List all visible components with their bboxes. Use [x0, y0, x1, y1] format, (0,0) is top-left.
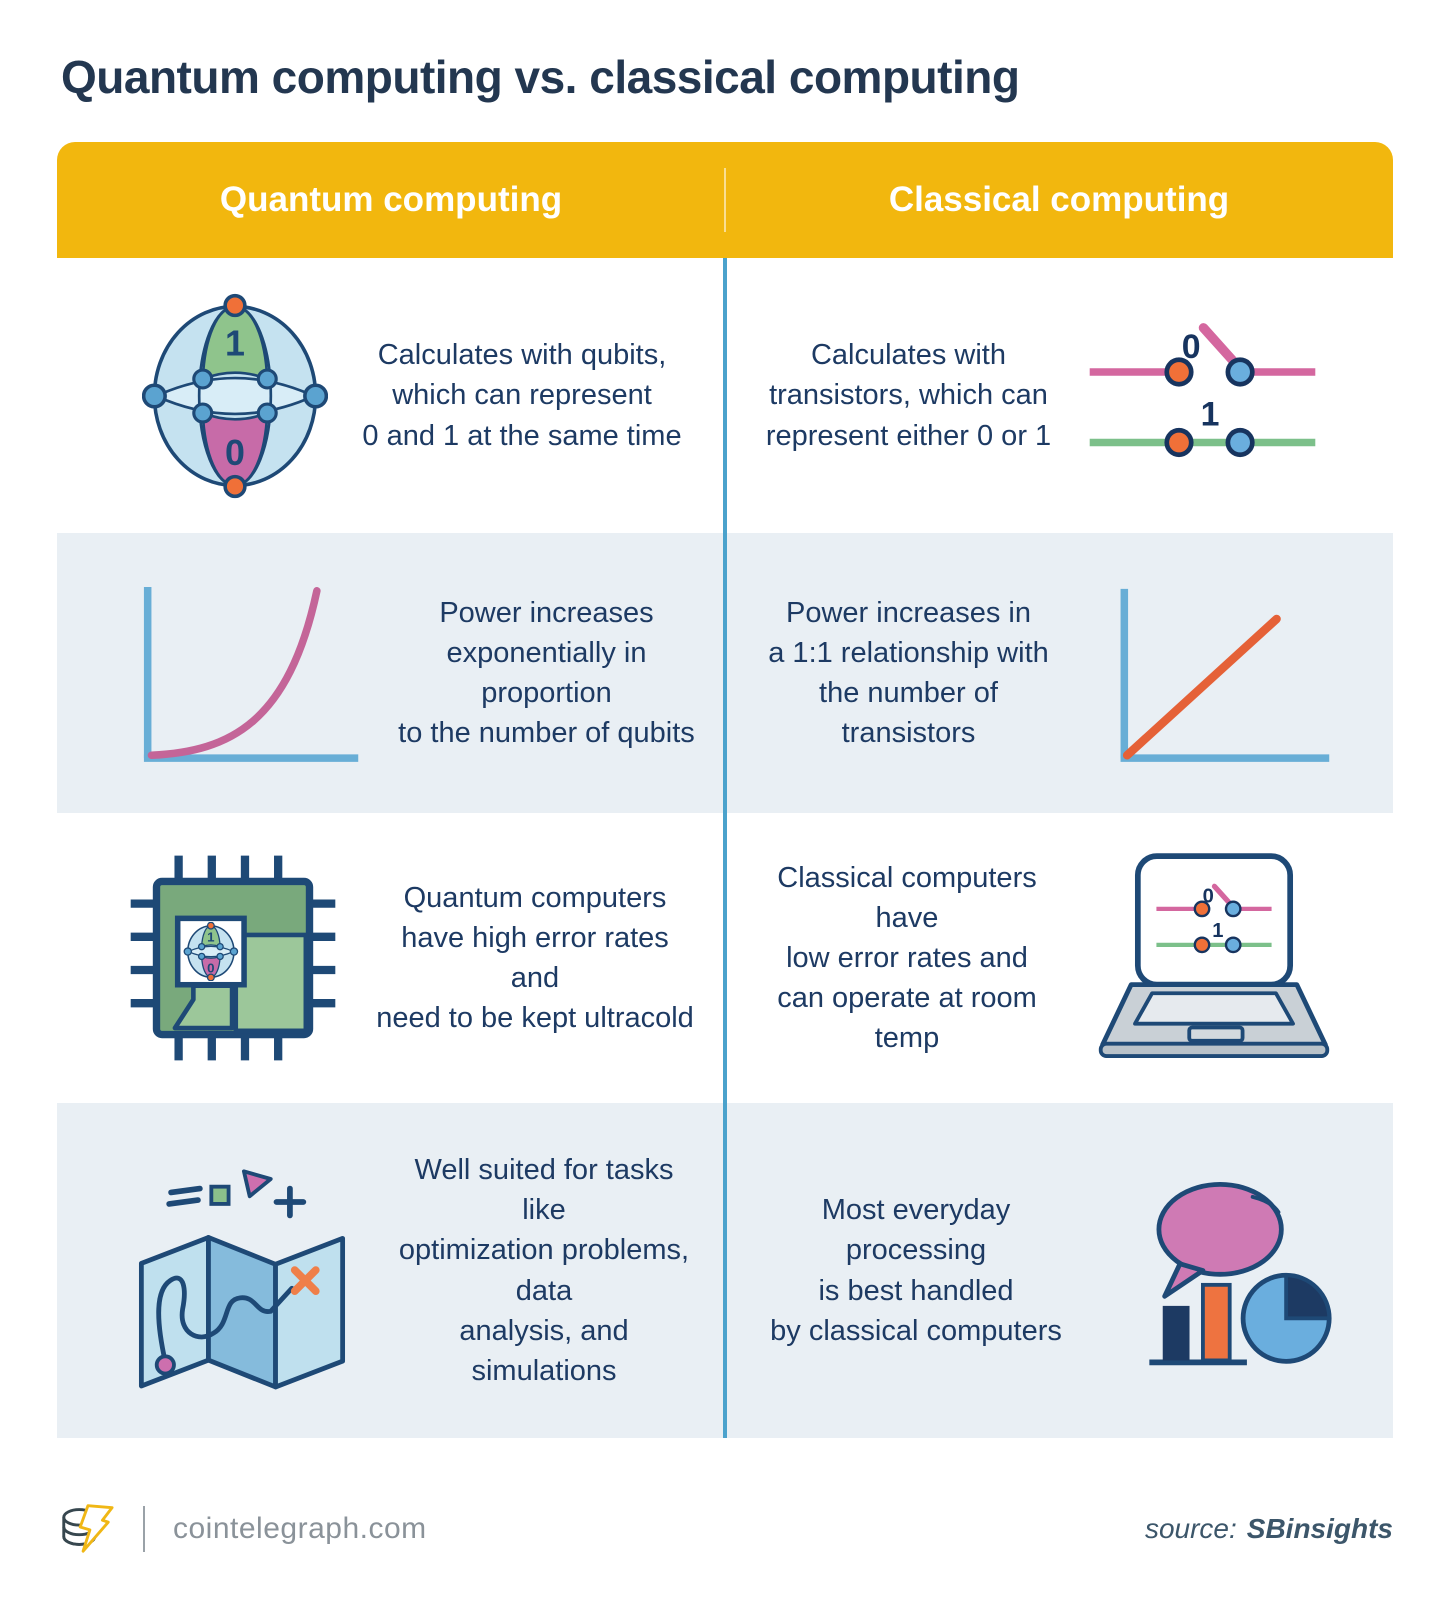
cell-text: Most everyday processing is best handled… [770, 1194, 1062, 1347]
header-divider [724, 168, 726, 232]
cell-classical-errors: Classical computers have low error rates… [725, 813, 1393, 1103]
infographic: Quantum computing vs. classical computin… [57, 51, 1393, 1438]
cell-text: Quantum computers have high error rates … [376, 881, 694, 1035]
cell-text: Well suited for tasks like optimization … [398, 1154, 690, 1387]
cell-quantum-qubits: 1 0 Calculates with qubits, whic [57, 258, 725, 533]
table-row: 1 0 [57, 813, 1393, 1103]
cell-text: Power increases exponentially in proport… [398, 596, 695, 750]
table-header: Quantum computing Classical computing [57, 142, 1393, 258]
linear-line-chart-icon [1098, 576, 1333, 771]
cell-text: Calculates with transistors, which can r… [765, 339, 1052, 452]
cell-classical-transistors: Calculates with transistors, which can r… [725, 258, 1393, 533]
source-value: SBinsights [1246, 1513, 1393, 1544]
header-quantum: Quantum computing [219, 180, 563, 219]
table-row: 1 0 Calculates with qubits, whic [57, 258, 1393, 533]
footer-divider [143, 1506, 145, 1552]
cell-classical-tasks: Most everyday processing is best handled… [725, 1103, 1393, 1438]
qubit-zero-label: 0 [207, 960, 214, 975]
cell-text: Classical computers have low error rates… [777, 861, 1037, 1055]
laptop-icon: 0 1 [1095, 848, 1333, 1068]
qubit-one-label: 1 [207, 929, 215, 944]
cell-quantum-errors: 1 0 [57, 813, 725, 1103]
cointelegraph-logo-icon [57, 1498, 115, 1561]
cell-classical-power: Power increases in a 1:1 relationship wi… [725, 533, 1393, 813]
footer: cointelegraph.com source: SBinsights [0, 1484, 1450, 1574]
column-divider [723, 258, 727, 1438]
source-credit: source: SBinsights [1145, 1513, 1393, 1545]
transistor-switches-icon: 0 1 [1085, 318, 1320, 473]
comparison-table: Quantum computing Classical computing [57, 142, 1393, 1438]
brand-block: cointelegraph.com [57, 1498, 427, 1561]
quantum-chip-icon: 1 0 [127, 852, 339, 1064]
cell-text: Calculates with qubits, which can repres… [362, 339, 682, 452]
cell-quantum-tasks: Well suited for tasks like optimization … [57, 1103, 725, 1438]
qubit-one-label: 1 [225, 323, 245, 363]
qubit-sphere-icon: 1 0 [142, 293, 329, 499]
page-title: Quantum computing vs. classical computin… [61, 51, 1020, 103]
brand-url: cointelegraph.com [173, 1512, 427, 1545]
folded-map-icon [127, 1146, 357, 1396]
charts-speech-bubble-icon [1113, 1168, 1333, 1373]
cell-quantum-power: Power increases exponentially in proport… [57, 533, 725, 813]
table-body: 1 0 Calculates with qubits, whic [57, 258, 1393, 1438]
qubit-zero-label: 0 [225, 432, 245, 472]
exponential-curve-chart-icon [127, 576, 362, 771]
source-label: source: [1144, 1513, 1237, 1544]
header-classical: Classical computing [888, 180, 1230, 219]
switch-open-label: 0 [1182, 328, 1201, 366]
switch-open-label: 0 [1203, 886, 1214, 908]
switch-closed-label: 1 [1201, 396, 1220, 434]
cell-text: Power increases in a 1:1 relationship wi… [768, 596, 1049, 750]
switch-closed-label: 1 [1212, 920, 1223, 942]
